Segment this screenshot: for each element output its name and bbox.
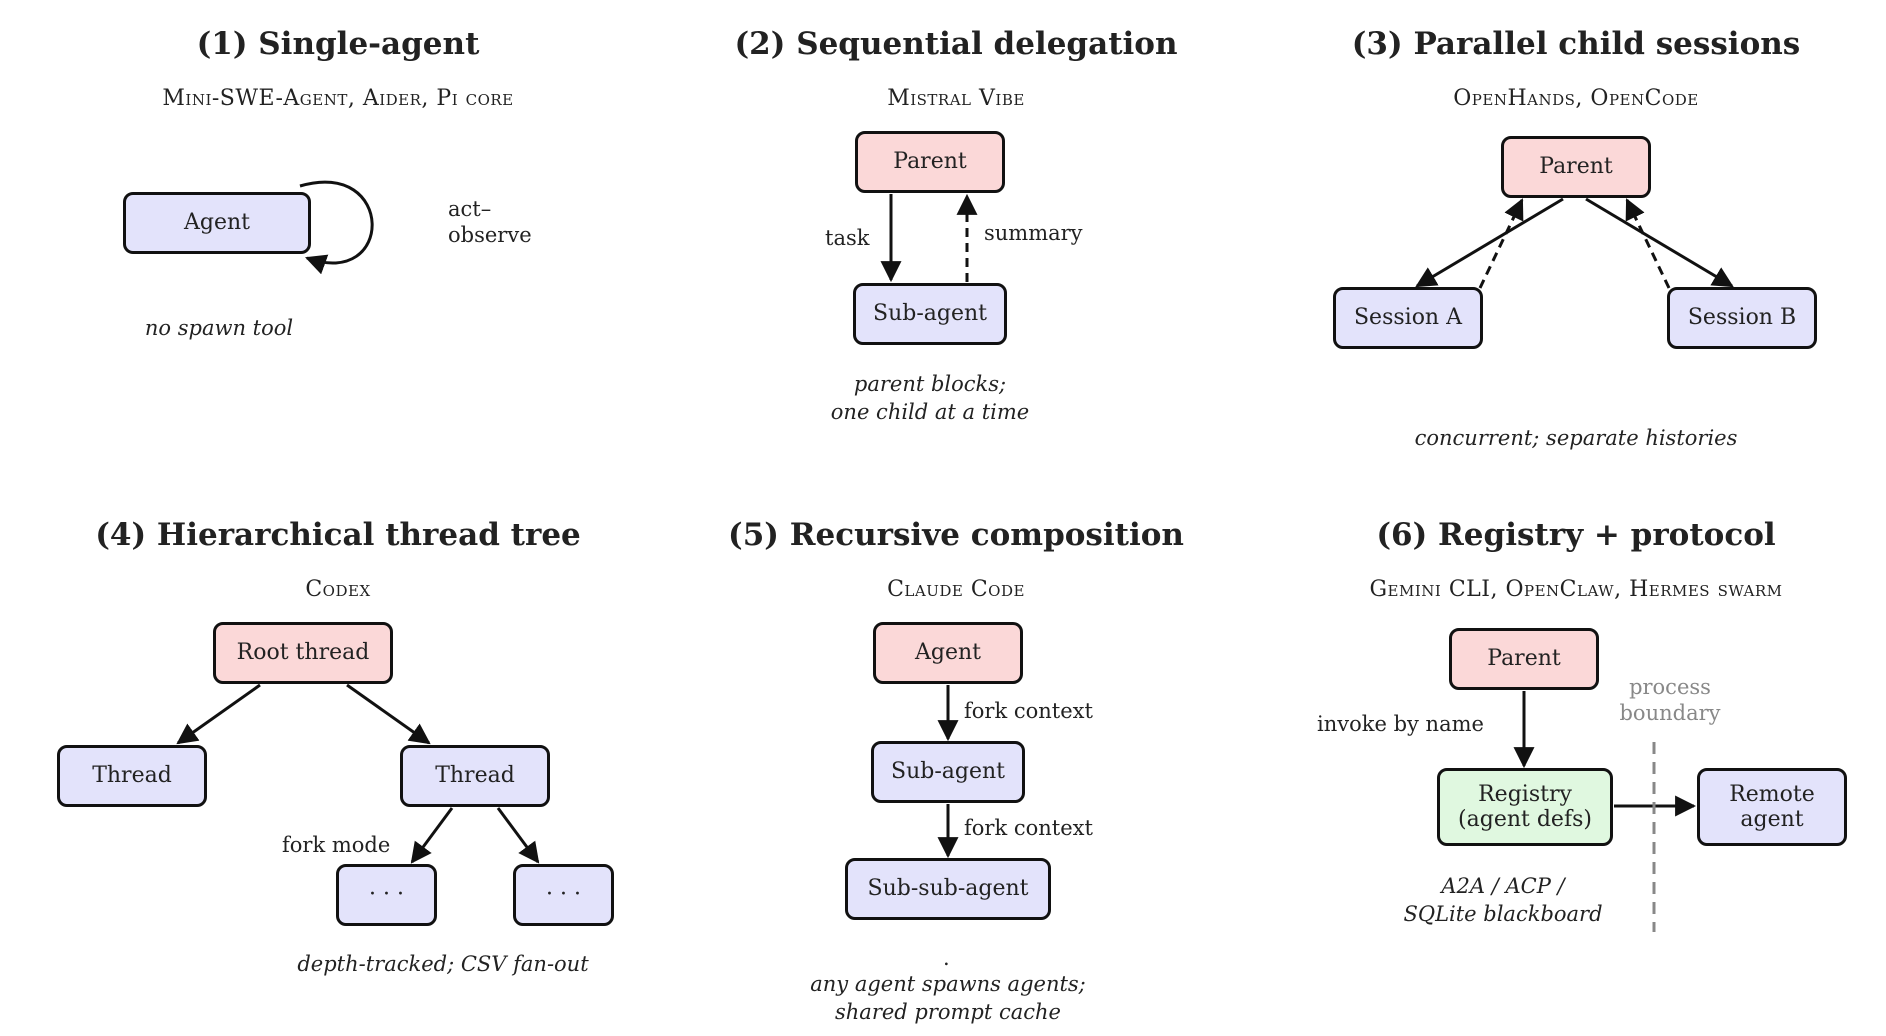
remote-line2: agent	[1740, 807, 1804, 832]
panel-note-line2: one child at a time	[830, 400, 1030, 425]
return-session-a-arrow	[1478, 198, 1524, 289]
agent-node: Agent	[123, 192, 311, 254]
dot-mark: .	[943, 946, 950, 970]
panel-note-line2: SQLite blackboard	[1403, 902, 1603, 927]
panel-note: A2A / ACP / SQLite blackboard	[1403, 872, 1602, 929]
panel-note-line1: parent blocks;	[853, 372, 1007, 396]
sub-agent-node: Sub-agent	[871, 741, 1025, 803]
fork-context-label-2: fork context	[964, 816, 1093, 840]
panel-title: (2) Sequential delegation	[734, 26, 1178, 62]
boundary-line2: boundary	[1619, 701, 1721, 726]
process-boundary-label: process boundary	[1600, 674, 1740, 727]
panel-title: (3) Parallel child sessions	[1351, 26, 1801, 62]
spawn-session-a-arrow	[1415, 197, 1564, 288]
panel-note-line1: any agent spawns agents;	[810, 972, 1086, 996]
parent-node: Parent	[855, 131, 1005, 193]
panel-subtitle: Mini-SWE-Agent, Aider, Pi core	[162, 86, 514, 111]
invoke-by-name-label: invoke by name	[1317, 712, 1484, 736]
spawn-session-b-arrow	[1585, 197, 1734, 288]
session-a-node: Session A	[1333, 287, 1483, 349]
fork-context-label: fork context	[964, 699, 1093, 723]
loop-label: act– observe	[448, 196, 532, 249]
thread-left-node: Thread	[57, 745, 207, 807]
loop-label-line2: observe	[448, 223, 532, 248]
panel-note-line1: A2A / ACP /	[1441, 874, 1565, 898]
panel-note: concurrent; separate histories	[1414, 426, 1738, 450]
leaf-left-node: · · ·	[336, 864, 437, 926]
sub-agent-node: Sub-agent	[853, 283, 1007, 345]
registry-node: Registry (agent defs)	[1437, 768, 1613, 846]
panel-note: depth-tracked; CSV fan-out	[297, 952, 589, 976]
root-to-thread-right-arrow	[346, 683, 431, 745]
sub-sub-agent-node: Sub-sub-agent	[845, 858, 1051, 920]
panel-note: parent blocks; one child at a time	[831, 370, 1029, 427]
panel-title: (6) Registry + protocol	[1376, 517, 1776, 553]
session-b-node: Session B	[1667, 287, 1817, 349]
registry-line1: Registry	[1478, 781, 1572, 807]
panel-subtitle: Mistral Vibe	[887, 86, 1025, 111]
agent-node: Agent	[873, 622, 1023, 684]
parent-node: Parent	[1449, 628, 1599, 690]
panel-subtitle: Gemini CLI, OpenClaw, Hermes swarm	[1369, 577, 1783, 602]
panel-subtitle: Claude Code	[887, 577, 1025, 602]
panel-subtitle: Codex	[305, 577, 371, 602]
fork-mode-label: fork mode	[282, 833, 391, 857]
panel-note: any agent spawns agents; shared prompt c…	[810, 970, 1086, 1027]
return-session-b-arrow	[1625, 198, 1671, 289]
root-thread-node: Root thread	[213, 622, 393, 684]
task-label: task	[825, 226, 870, 250]
panel-title: (4) Hierarchical thread tree	[95, 517, 581, 553]
panel-note: no spawn tool	[144, 316, 294, 340]
remote-agent-node: Remote agent	[1697, 768, 1847, 846]
boundary-line1: process	[1629, 675, 1711, 699]
parent-node: Parent	[1501, 136, 1651, 198]
leaf-right-node: · · ·	[513, 864, 614, 926]
thread-right-node: Thread	[400, 745, 550, 807]
loop-label-line1: act–	[448, 197, 492, 221]
thread-to-leaf-left-arrow	[410, 807, 454, 864]
remote-line1: Remote	[1729, 781, 1815, 807]
registry-line2: (agent defs)	[1458, 807, 1592, 832]
panel-subtitle: OpenHands, OpenCode	[1453, 86, 1699, 111]
summary-label: summary	[984, 221, 1083, 245]
root-to-thread-left-arrow	[176, 683, 261, 745]
thread-to-leaf-right-arrow	[496, 807, 540, 864]
panel-title: (5) Recursive composition	[728, 517, 1184, 553]
panel-title: (1) Single-agent	[196, 26, 480, 62]
panel-note-line2: shared prompt cache	[834, 1000, 1061, 1025]
